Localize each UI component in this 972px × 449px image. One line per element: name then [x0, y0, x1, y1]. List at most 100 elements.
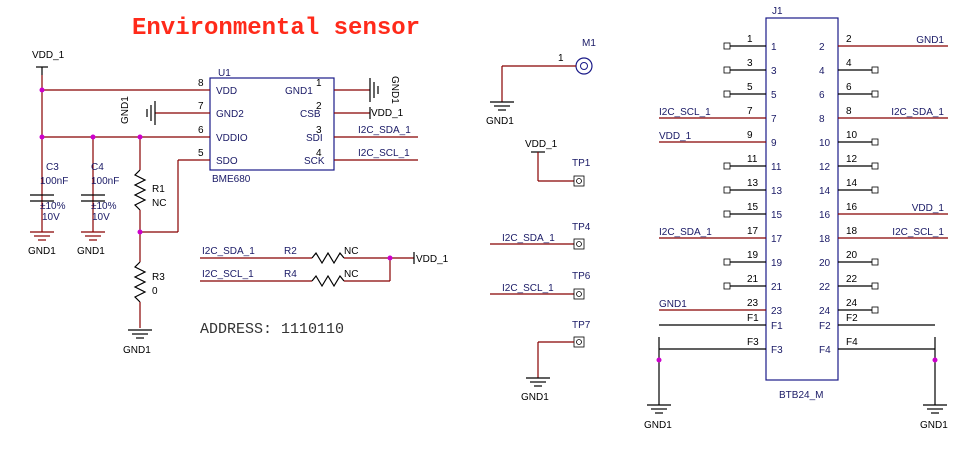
r4-value: NC: [344, 269, 358, 280]
j1-pin-label-right: 16: [819, 210, 831, 221]
j1-pin-number-left: F3: [747, 337, 759, 348]
j1-pin-number-right: 20: [846, 250, 858, 261]
j1-pin-number-left: 7: [747, 106, 753, 117]
j1-net-label-left: GND1: [659, 299, 687, 310]
j1-pin-number-left: F1: [747, 313, 759, 324]
c3-ref: C3: [46, 162, 59, 173]
j1-pin-label-left: 23: [771, 306, 783, 317]
resistor-r3: R3 0: [133, 261, 165, 328]
j1-pin-number-left: 19: [747, 250, 759, 261]
vdd-label-csb: VDD_1: [371, 108, 404, 119]
c4-voltage: 10V: [92, 212, 110, 223]
scl-label-tp6: I2C_SCL_1: [502, 283, 554, 294]
capacitor-c4: C4 100nF ±10% 10V: [81, 162, 119, 223]
j1-pin-label-right: 10: [819, 138, 831, 149]
j1-nc-marker: [723, 258, 731, 266]
c3-value: 100nF: [40, 176, 68, 187]
j1-nc-marker: [871, 90, 879, 98]
j1-pin-label-right: 20: [819, 258, 831, 269]
j1-net-label-right: GND1: [916, 35, 944, 46]
j1-pin-label-right: 24: [819, 306, 831, 317]
j1-pin-label-left: 21: [771, 282, 783, 293]
m1-ref: M1: [582, 38, 596, 49]
j1-pin-label-left: 5: [771, 90, 777, 101]
r4-ref: R4: [284, 269, 297, 280]
j1-pin-number-left: 5: [747, 82, 753, 93]
j1-pin-number-right: 10: [846, 130, 858, 141]
j1-pin-number-left: 17: [747, 226, 759, 237]
j1-pin-number-left: 9: [747, 130, 753, 141]
sda-label-tp4: I2C_SDA_1: [502, 233, 555, 244]
tp4-ref: TP4: [572, 222, 591, 233]
vdd-port-left: VDD_1: [32, 50, 65, 75]
u1-pin-sck: SCK: [304, 156, 325, 167]
gnd-label-c3: GND1: [28, 246, 56, 257]
j1-nc-marker: [871, 282, 879, 290]
j1-nc-marker: [723, 282, 731, 290]
tp1-ref: TP1: [572, 158, 591, 169]
left-rail-wires: [39, 75, 200, 232]
u1-pin2-number: 2: [316, 101, 322, 112]
u1-pin-gnd1: GND1: [285, 86, 313, 97]
j1-pin-label-left: 19: [771, 258, 783, 269]
j1-nc-marker: [723, 66, 731, 74]
j1-nc-marker: [723, 90, 731, 98]
r3-ref: R3: [152, 272, 165, 283]
c3-tolerance: ±10%: [40, 201, 66, 212]
u1-pin-csb: CSB: [300, 109, 321, 120]
r2-ref: R2: [284, 246, 297, 257]
sda-label-u1: I2C_SDA_1: [358, 125, 411, 136]
j1-pin-label-right: F4: [819, 345, 831, 356]
j1-net-label-left: I2C_SCL_1: [659, 107, 711, 118]
u1-pin6-number: 6: [198, 125, 204, 136]
gnd-symbol-u1-pin1: GND1: [369, 76, 400, 104]
gnd-label-r3: GND1: [123, 345, 151, 356]
vdd-port-csb: VDD_1: [369, 107, 404, 119]
j1-net-label-left: VDD_1: [659, 131, 692, 142]
c4-value: 100nF: [91, 176, 119, 187]
j1-pin-label-right: 4: [819, 66, 825, 77]
gnd-symbol-r3: GND1: [123, 329, 152, 356]
j1-pin-label-right: 8: [819, 114, 825, 125]
j1-pin-label-left: 7: [771, 114, 777, 125]
j1-part: BTB24_M: [779, 390, 823, 401]
pullup-r4: I2C_SCL_1 R4 NC: [200, 269, 390, 288]
j1-nc-marker: [871, 306, 879, 314]
j1-nc-marker: [723, 186, 731, 194]
j1-pin-number-left: 21: [747, 274, 759, 285]
j1-pin-label-right: F2: [819, 321, 831, 332]
pullup-vdd-node: VDD_1: [387, 252, 449, 281]
u1-bme680: U1 BME680 8 7 6 5 VDD GND2 VDDIO SDO GND…: [198, 68, 418, 185]
u1-ref: U1: [218, 68, 231, 79]
j1-pin-number-right: 18: [846, 226, 858, 237]
m1-pin: 1: [558, 53, 564, 64]
u1-pin5-number: 5: [198, 148, 204, 159]
j1-pin-label-left: 13: [771, 186, 783, 197]
u1-pin8-number: 8: [198, 78, 204, 89]
schematic-title: Environmental sensor: [132, 15, 420, 42]
j1-net-label-right: I2C_SCL_1: [892, 227, 944, 238]
j1-nc-marker: [871, 186, 879, 194]
u1-pin7-number: 7: [198, 101, 204, 112]
j1-pin-number-left: 13: [747, 178, 759, 189]
u1-pin3-number: 3: [316, 125, 322, 136]
r2-value: NC: [344, 246, 358, 257]
vdd-label-pullup: VDD_1: [416, 254, 449, 265]
u1-pin-vddio: VDDIO: [216, 133, 248, 144]
j1-pin-number-right: 14: [846, 178, 858, 189]
j1-pin-label-left: F1: [771, 321, 783, 332]
j1-pin-number-right: F4: [846, 337, 858, 348]
testpoint-tp7: TP7 GND1: [521, 320, 591, 403]
j1-pin-number-left: 3: [747, 58, 753, 69]
j1-pin-label-right: 6: [819, 90, 825, 101]
r3-value: 0: [152, 286, 158, 297]
j1-pin-number-right: 4: [846, 58, 852, 69]
j1-net-label-right: VDD_1: [912, 203, 945, 214]
i2c-address: ADDRESS: 1110110: [200, 321, 344, 338]
j1-ref: J1: [772, 6, 783, 17]
u1-pin4-number: 4: [316, 148, 322, 159]
capacitor-c3: C3 100nF ±10% 10V: [30, 162, 68, 223]
gnd-label-u1-pin1: GND1: [389, 76, 400, 104]
vdd-label-tp1: VDD_1: [525, 139, 558, 150]
j1-pin-number-left: 15: [747, 202, 759, 213]
